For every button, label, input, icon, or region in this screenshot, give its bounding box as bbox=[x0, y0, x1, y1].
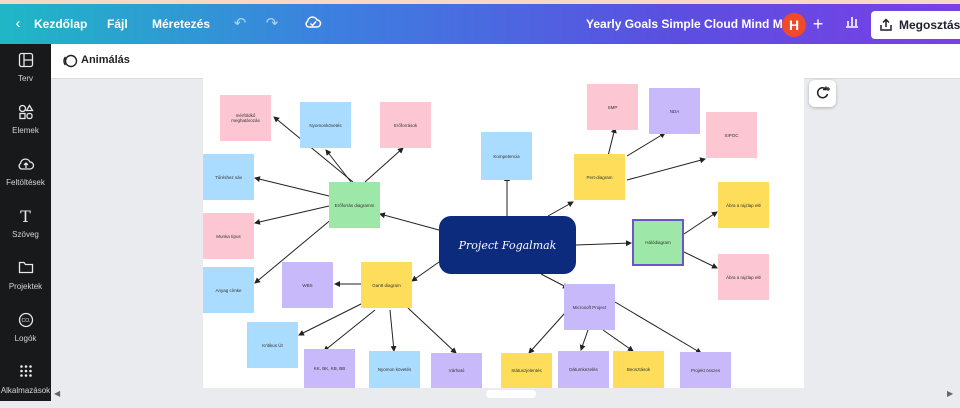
mind-map-note[interactable]: SMP bbox=[587, 84, 638, 130]
mind-map-note[interactable]: Ábra a rajzlap elé bbox=[718, 182, 769, 228]
mind-map-note[interactable]: Státuszjelentés bbox=[501, 353, 552, 388]
scroll-left-icon[interactable]: ◀ bbox=[54, 389, 61, 398]
share-label: Megosztás bbox=[899, 18, 960, 32]
plus-icon[interactable]: + bbox=[812, 14, 824, 34]
share-button[interactable]: Megosztás bbox=[871, 11, 960, 39]
top-toolbar: ‹ Kezdőlap Fájl Méretezés ↶ ↷ Yearly Goa… bbox=[0, 4, 960, 44]
refresh-suggestions-icon[interactable] bbox=[809, 80, 836, 107]
folder-icon bbox=[0, 260, 51, 278]
share-icon bbox=[879, 11, 893, 41]
mind-map-note[interactable]: KK, BK, KB, BB bbox=[304, 349, 355, 388]
mind-map-note[interactable]: Tűréshez sáv bbox=[203, 154, 254, 200]
logo-icon: CO. bbox=[0, 312, 51, 330]
avatar[interactable]: H bbox=[782, 13, 806, 37]
sidebar-item-terv[interactable]: Terv bbox=[0, 44, 51, 96]
animation-bar: Animálás bbox=[51, 44, 960, 79]
sidebar-item-label: Terv bbox=[17, 74, 34, 83]
cloud-save-icon[interactable] bbox=[303, 14, 323, 34]
mind-map-note[interactable]: Kompetencia bbox=[481, 132, 532, 180]
shapes-icon bbox=[0, 104, 51, 122]
apps-grid-icon bbox=[0, 364, 51, 382]
cloud-upload-icon bbox=[0, 156, 51, 174]
sidebar-item-feltoltesek[interactable]: Feltöltések bbox=[0, 148, 51, 200]
mind-map-note[interactable]: Nyomon követés bbox=[369, 351, 420, 388]
sidebar-item-label: Alkalmazások bbox=[0, 386, 51, 395]
mind-map-note[interactable]: WBS bbox=[282, 262, 333, 308]
animate-icon[interactable] bbox=[62, 53, 78, 69]
sidebar-item-logok[interactable]: CO. Logók bbox=[0, 304, 51, 356]
mind-map-note[interactable]: Gantt diagram bbox=[361, 262, 412, 308]
mind-map-note[interactable]: Dátumkezelés bbox=[558, 351, 609, 388]
mind-map-note[interactable]: Anyag címke bbox=[203, 267, 254, 313]
sidebar-item-label: Szöveg bbox=[12, 230, 39, 239]
home-button[interactable]: Kezdőlap bbox=[34, 17, 88, 31]
chevron-left-icon[interactable]: ‹ bbox=[15, 15, 21, 32]
mind-map-note[interactable]: Munka típus bbox=[203, 213, 254, 259]
redo-icon[interactable]: ↷ bbox=[265, 15, 279, 32]
resize-menu[interactable]: Méretezés bbox=[152, 17, 211, 31]
mind-map-note[interactable]: NDA bbox=[649, 88, 700, 134]
mind-map-note[interactable]: Pert-diagram bbox=[574, 154, 625, 200]
central-topic[interactable]: Project Fogalmak bbox=[439, 216, 576, 274]
connector-lines bbox=[254, 116, 718, 354]
layout-icon bbox=[0, 52, 51, 70]
text-icon: T bbox=[20, 207, 31, 226]
mind-map-note[interactable]: Erőforrás diagramm bbox=[329, 182, 380, 228]
mind-map-note[interactable]: Hálódiagram bbox=[632, 219, 684, 266]
mind-map-note[interactable]: SIPOC bbox=[706, 112, 757, 158]
sidebar-item-szoveg[interactable]: T Szöveg bbox=[0, 200, 51, 252]
mind-map-note[interactable]: Várható bbox=[431, 353, 482, 388]
sidebar-item-elemek[interactable]: Elemek bbox=[0, 96, 51, 148]
animate-button[interactable]: Animálás bbox=[81, 54, 130, 66]
horizontal-scrollbar[interactable]: ◀ ▶ bbox=[51, 388, 960, 401]
sidebar-item-label: Elemek bbox=[12, 126, 39, 135]
scroll-right-icon[interactable]: ▶ bbox=[947, 389, 954, 398]
svg-text:CO.: CO. bbox=[21, 318, 30, 324]
mind-map-note[interactable]: Nyomonkövetés bbox=[300, 102, 351, 148]
mind-map-note[interactable]: Microsoft Project bbox=[564, 284, 615, 330]
document-title[interactable]: Yearly Goals Simple Cloud Mind Map bbox=[586, 17, 797, 31]
mind-map-note[interactable]: Ábra a rajzlap elé bbox=[718, 254, 769, 300]
mind-map-note[interactable]: Erőforrások bbox=[380, 102, 431, 148]
top-strip bbox=[0, 0, 960, 4]
sidebar-item-label: Logók bbox=[14, 334, 37, 343]
scroll-handle[interactable] bbox=[486, 390, 536, 398]
left-sidebar: Terv Elemek Feltöltések T Szöveg Projekt… bbox=[0, 44, 51, 401]
mind-map-note[interactable]: mérföldkő meghatározás bbox=[220, 95, 271, 141]
design-canvas[interactable]: mérföldkő meghatározás Nyomonkövetés Erő… bbox=[203, 78, 804, 388]
sidebar-item-alkalmazasok[interactable]: Alkalmazások bbox=[0, 356, 51, 408]
file-menu[interactable]: Fájl bbox=[107, 17, 128, 31]
mind-map-note[interactable]: Kritikus Út bbox=[247, 322, 298, 368]
sidebar-item-projektek[interactable]: Projektek bbox=[0, 252, 51, 304]
mind-map-note[interactable]: Projekt összes bbox=[680, 352, 731, 388]
chart-icon[interactable] bbox=[842, 14, 862, 34]
mind-map-note[interactable]: Beosztások bbox=[613, 351, 664, 388]
sidebar-item-label: Projektek bbox=[8, 282, 43, 291]
sidebar-item-label: Feltöltések bbox=[6, 178, 45, 187]
undo-icon[interactable]: ↶ bbox=[233, 15, 247, 32]
